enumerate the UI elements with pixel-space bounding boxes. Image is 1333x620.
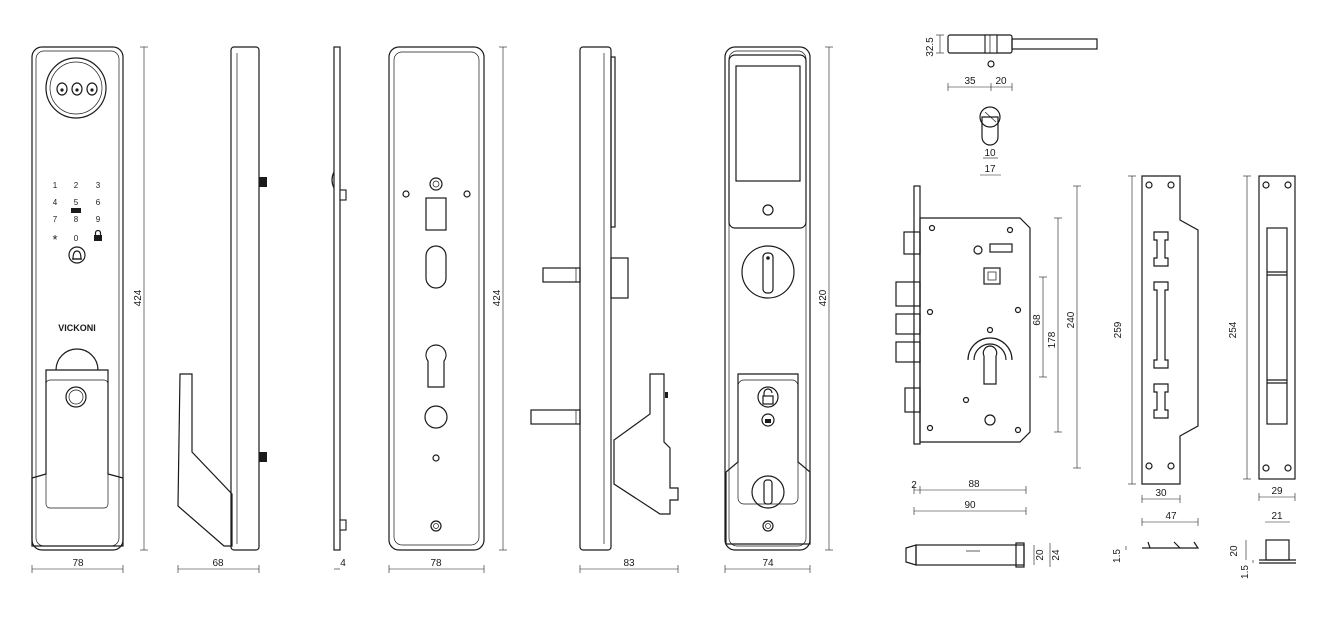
keypad-key: 0 [74,234,79,243]
dim-cam-a: 10 [984,148,996,159]
display-screen [735,65,801,182]
spindle [542,267,581,283]
dim-cam-b: 17 [984,164,996,175]
cylinder-cutout [425,344,447,388]
dim-box-width: 21 [1271,511,1283,522]
dim-strike-height: 259 [1113,321,1124,338]
dim-strike-width: 30 [1155,488,1167,499]
dim-strike-side: 47 [1165,511,1177,522]
dim-back-height: 424 [492,289,503,306]
lock-icon [761,413,775,427]
dim-face-width: 29 [1271,486,1283,497]
dim-mortise-178: 178 [1047,331,1058,348]
keypad-key: 4 [53,198,58,207]
handle-profile [177,373,233,547]
dim-side-depth: 68 [212,558,224,569]
cylinder-arc [967,337,1013,361]
keypad-key: * [52,232,57,247]
plate-edge-view: 4 [331,46,347,570]
keypad-key: 1 [53,181,58,190]
dim-bolt-20: 20 [1035,549,1046,561]
dim-front-width: 78 [72,558,84,569]
brand-logo: VICKONI [58,323,96,333]
lock-key-icon [94,229,102,241]
bolt-profile-view: 20 24 [905,542,1062,568]
dim-mortise-240: 240 [1066,311,1077,328]
dim-mortise-2: 2 [911,480,917,491]
keypad-key: 8 [74,215,79,224]
dim-bolt-24: 24 [1051,549,1062,561]
front-outer-view: 1 2 3 4 5 6 7 8 9 * 0 VICKONI 78 [31,46,148,573]
side-outer-view: 68 [177,46,267,573]
mortise-case [919,217,1031,443]
camera-lenses-icon [56,82,98,96]
keypad-key: 9 [96,215,101,224]
spindle [530,409,581,425]
dim-plate-thickness: 4 [340,558,346,569]
dim-back-width: 78 [430,558,442,569]
dim-cyl-height: 32.5 [925,37,936,57]
dim-mortise-68: 68 [1032,314,1043,326]
keypad-key: 3 [96,181,101,190]
keypad-led-icon [71,208,81,213]
thumb-turn-knob [741,245,795,299]
strike-plate-view: 259 30 47 1.5 [1112,175,1200,563]
dim-face-height: 254 [1228,321,1239,338]
handle-boss [55,348,99,371]
keypad-key: 7 [53,215,58,224]
dim-box-thickness: 1.5 [1240,565,1251,579]
dim-inner-width: 74 [762,558,774,569]
side-inner-view: 83 [530,46,679,573]
back-plate-view: 78 424 [388,46,507,573]
dim-box-20: 20 [1229,545,1240,557]
cylinder-view: 32.5 35 20 [925,34,1098,91]
keypad-key: 2 [74,181,79,190]
fingerprint-camera-icon [45,57,107,119]
dim-cyl-right: 20 [995,76,1007,87]
mortise-body-view: 68 178 240 2 88 90 [895,185,1081,515]
inner-pull-handle [725,373,811,545]
dim-mortise-90: 90 [964,500,976,511]
latch-bolt [895,281,921,307]
strike-plate [1141,175,1199,485]
dim-inner-depth: 83 [623,558,635,569]
inner-handle-profile [613,373,679,515]
keypad: 1 2 3 4 5 6 7 8 9 * 0 [52,181,100,247]
dim-inner-height: 420 [818,289,829,306]
doorbell-icon [68,246,86,264]
dim-front-height: 424 [133,289,144,306]
cylinder-profile-view: 10 17 [979,106,1001,176]
dim-mortise-88: 88 [968,479,980,490]
dim-strike-thickness: 1.5 [1112,549,1123,563]
fingerprint-sensor-icon [65,386,87,408]
emergency-knob [751,475,785,509]
front-inner-view: 74 420 [724,46,833,573]
keypad-key: 6 [96,198,101,207]
camera-icon [762,204,774,216]
face-plate-view: 254 29 21 20 1.5 [1228,175,1296,579]
keypad-key: 5 [74,198,79,207]
unlock-icon [757,386,779,408]
dim-cyl-left: 35 [964,76,976,87]
